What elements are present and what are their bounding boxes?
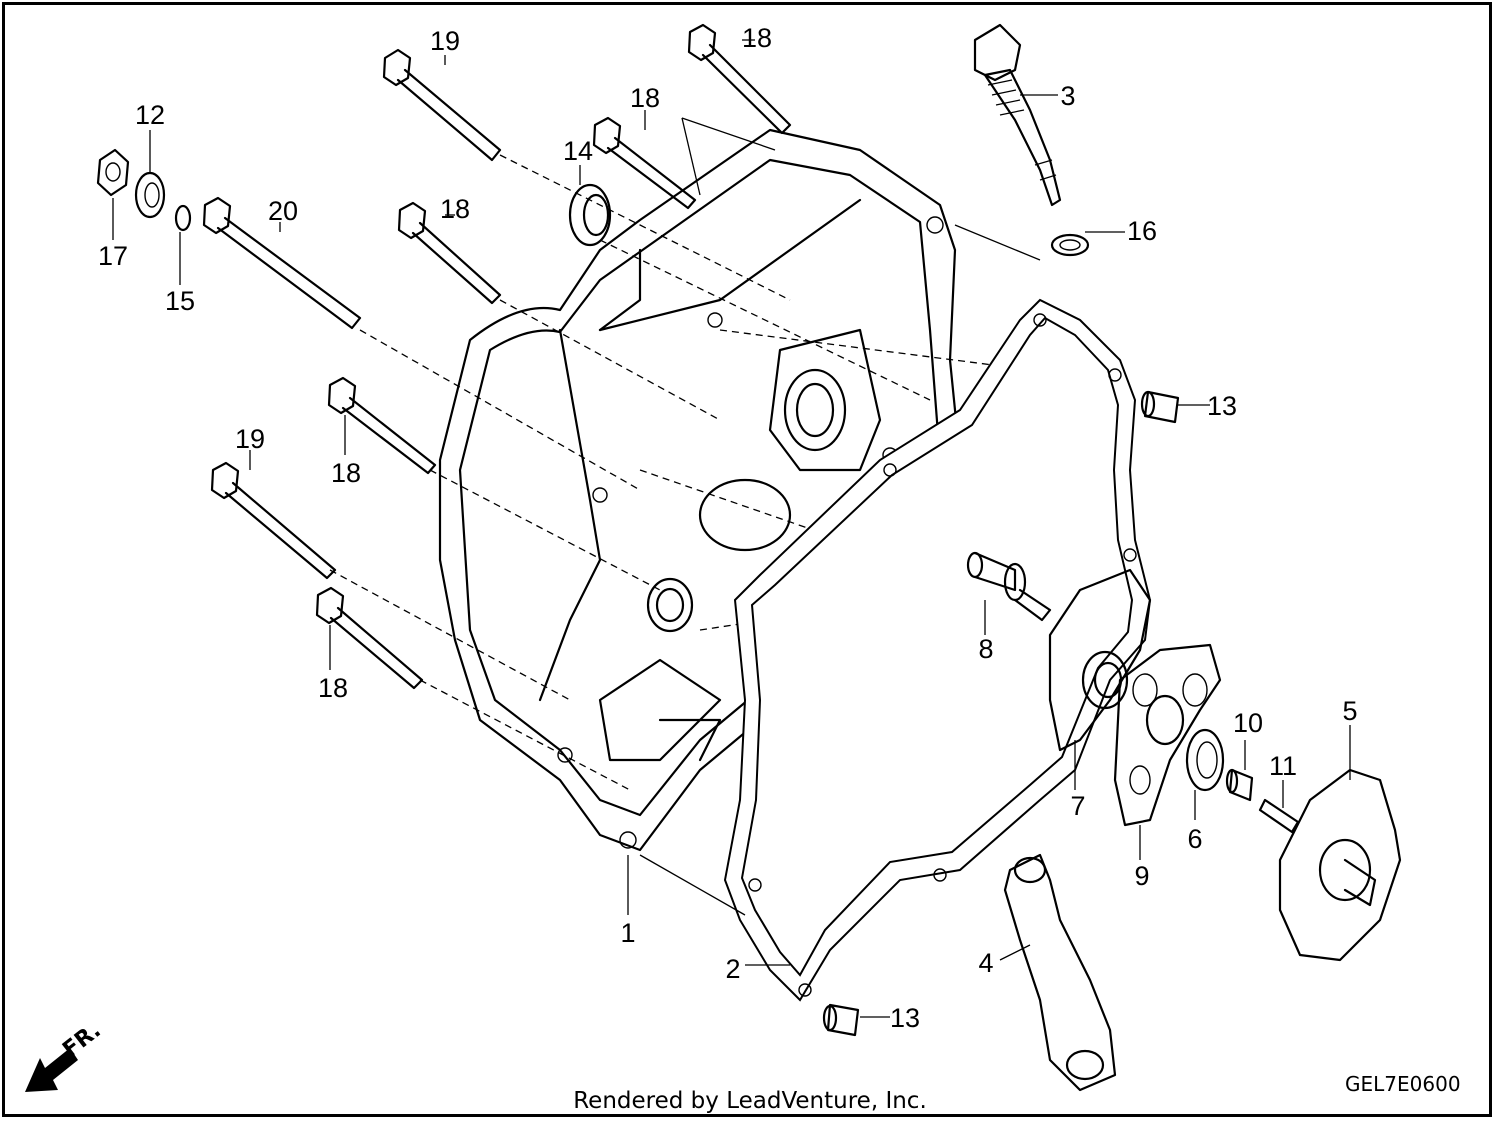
callout-9: 9 [1134,861,1149,891]
bolt-19-top [382,48,502,162]
bolt-20 [202,196,362,330]
bolt-18-mid [397,201,502,305]
callout-18-top: 18 [742,23,772,53]
cover-gasket [723,298,1152,1002]
leader-lines [112,39,1351,1018]
callout-19-left: 19 [235,424,265,454]
callout-7: 7 [1070,791,1085,821]
bolt-18-top [687,23,792,135]
callout-4: 4 [978,948,993,978]
guide-plate [1113,643,1222,827]
small-bolt [1258,798,1300,834]
spindle-cover [1278,768,1402,962]
callout-20: 20 [268,196,298,226]
washer-large [134,171,166,219]
collar [1225,768,1254,802]
diagram-code: GEL7E0600 [1345,1072,1461,1096]
washer-small [174,204,192,232]
callout-3: 3 [1060,81,1075,111]
callout-5: 5 [1342,696,1357,726]
callout-18-mid: 18 [440,194,470,224]
dowel-pin-upper [1140,390,1180,424]
kick-arm [1003,853,1117,1092]
callout-18-upper-mid: 18 [630,83,660,113]
callout-13-lower: 13 [890,1003,920,1033]
o-ring-inner [1059,239,1081,251]
callout-19-top: 19 [430,26,460,56]
render-credit: Rendered by LeadVenture, Inc. [573,1088,927,1114]
dowel-pin-lower [822,1003,860,1037]
oil-filler-cap [973,23,1062,207]
seal-ring [1185,728,1225,792]
oil-seal [568,183,612,247]
callout-1: 1 [620,918,635,948]
callout-13-upper: 13 [1207,391,1237,421]
callout-14: 14 [563,136,593,166]
nut [96,148,130,197]
callout-2: 2 [725,954,740,984]
o-ring [1050,233,1090,257]
bolt-19-left [210,461,337,580]
callout-18-bottom: 18 [318,673,348,703]
front-direction-arrow-icon: FR. [25,1018,106,1092]
callout-16: 16 [1127,216,1157,246]
bolt-18-left [327,376,437,475]
shaft-pin [966,551,1052,622]
crankcase-cover [438,128,977,852]
callout-8: 8 [978,634,993,664]
callout-10: 10 [1233,708,1263,738]
callout-11: 11 [1269,751,1297,781]
callout-6: 6 [1187,824,1202,854]
bolt-18-upper-mid [592,116,697,210]
bolt-18-bottom [315,586,424,690]
callout-18-left: 18 [331,458,361,488]
callout-labels: 1 2 3 4 5 6 7 8 9 10 11 12 13 13 14 15 1… [98,23,1358,1033]
callout-12: 12 [135,100,165,130]
callout-17: 17 [98,241,128,271]
callout-15: 15 [165,286,195,316]
